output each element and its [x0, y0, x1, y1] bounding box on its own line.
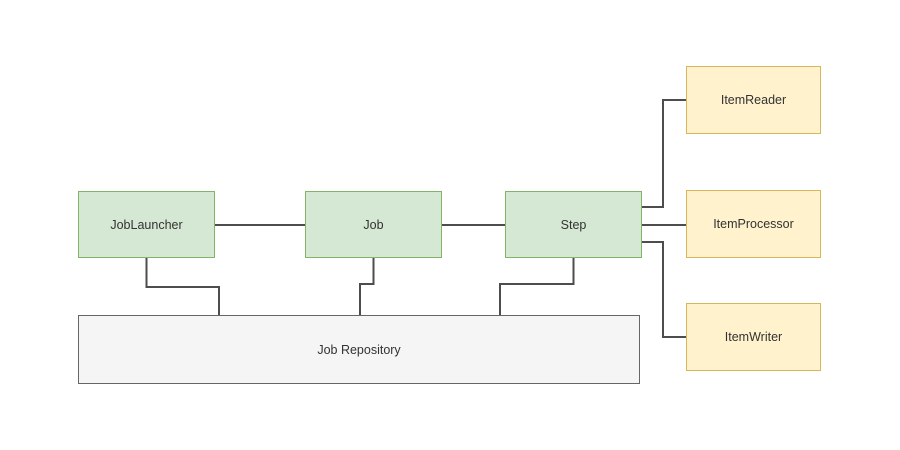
node-job-launcher: JobLauncher: [78, 191, 215, 258]
connector-step-itemreader: [642, 99, 686, 208]
node-item-writer: ItemWriter: [686, 303, 821, 371]
connector-joblauncher-jobrepository: [145, 258, 220, 315]
node-job: Job: [305, 191, 442, 258]
connector-step-itemwriter: [642, 241, 686, 338]
node-item-processor: ItemProcessor: [686, 190, 821, 258]
connector-step-jobrepository: [499, 258, 575, 315]
node-item-processor-label: ItemProcessor: [713, 217, 794, 231]
node-item-writer-label: ItemWriter: [724, 330, 783, 344]
node-job-repository-label: Job Repository: [317, 342, 401, 357]
connector-job-jobrepository: [359, 258, 375, 315]
node-item-reader-label: ItemReader: [720, 93, 787, 107]
node-item-reader: ItemReader: [686, 66, 821, 134]
node-job-repository: Job Repository: [78, 315, 640, 384]
node-job-label: Job: [363, 217, 384, 232]
node-job-launcher-label: JobLauncher: [110, 217, 183, 232]
node-step-label: Step: [560, 217, 587, 232]
node-step: Step: [505, 191, 642, 258]
